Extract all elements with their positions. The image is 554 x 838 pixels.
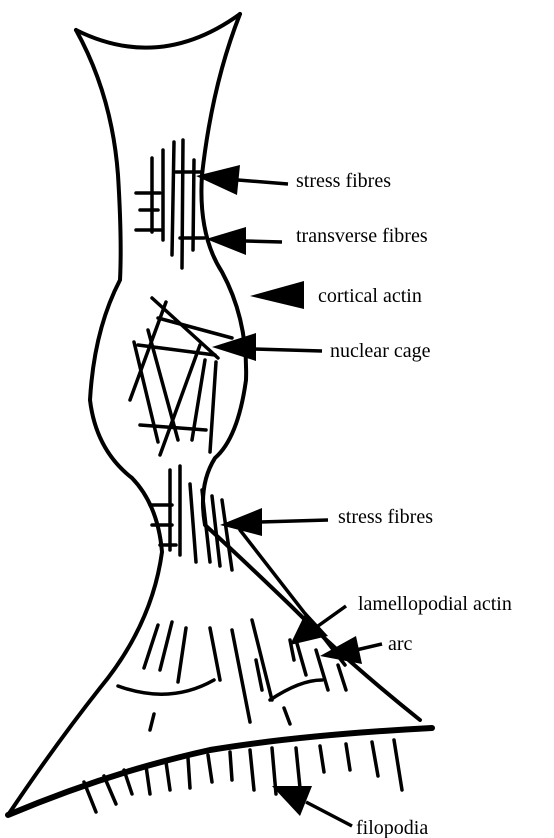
label-cortical-actin: cortical actin bbox=[318, 285, 422, 307]
pointer-arrows bbox=[196, 165, 382, 826]
label-stress-fibres-top: stress fibres bbox=[296, 170, 391, 192]
label-lamellopodial-actin: lamellopodial actin bbox=[358, 593, 512, 615]
label-transverse-fibres: transverse fibres bbox=[296, 225, 428, 247]
label-filopodia: filopodia bbox=[356, 817, 428, 838]
arrow-filopodia bbox=[272, 786, 352, 826]
arc-curves bbox=[118, 680, 322, 700]
arrow-transverse-fibres bbox=[206, 227, 282, 255]
cell-outline bbox=[8, 14, 432, 815]
nuclear-cage-lines bbox=[130, 298, 232, 455]
arrow-cortical-actin bbox=[250, 281, 304, 309]
arrow-stress-fibres-bottom bbox=[220, 508, 328, 536]
label-arc: arc bbox=[388, 633, 413, 655]
upper-stress-fibres bbox=[152, 140, 194, 268]
arrow-stress-fibres-top bbox=[196, 165, 288, 195]
label-stress-fibres-bottom: stress fibres bbox=[338, 506, 433, 528]
label-nuclear-cage: nuclear cage bbox=[330, 340, 431, 362]
filopodia-lines bbox=[84, 740, 402, 812]
